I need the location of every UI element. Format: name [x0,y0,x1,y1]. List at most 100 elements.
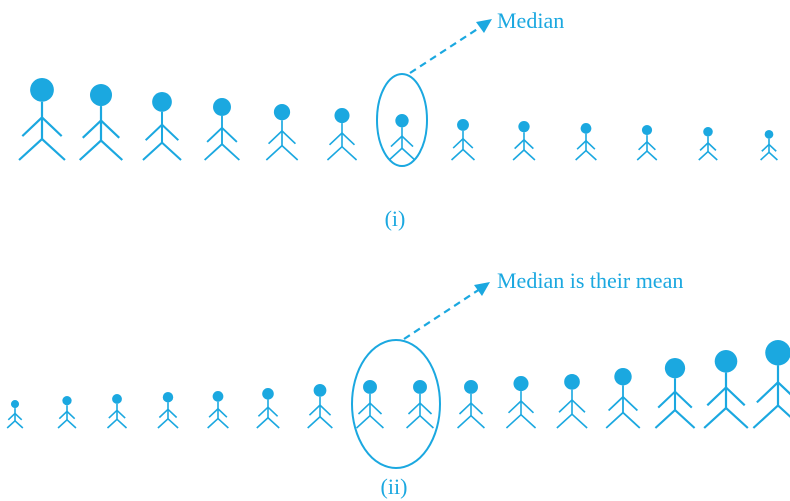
stick-figure [556,374,588,429]
figure-arms [458,401,484,415]
figure-arms [699,141,717,151]
figure-head [614,368,632,386]
median-highlight-ellipse [376,73,428,167]
figure-head [765,340,790,366]
figure-legs [388,147,416,161]
figure-head [30,78,54,102]
mean-arrowhead-icon [474,282,490,296]
figure-legs [18,137,66,161]
figure-head [513,376,529,392]
figure-head [212,391,224,402]
figure-arms [144,123,180,141]
figure-arms [756,380,790,404]
figure-legs [512,148,536,161]
figure-head [112,394,122,404]
figure-arms [390,135,414,148]
figure-legs [356,414,384,429]
figure-arms [21,115,63,137]
figure-legs [654,408,696,429]
figure-head [89,84,113,107]
figure-legs [157,417,179,429]
stick-figure [457,380,485,429]
figure-arms [507,399,535,414]
figure-head [313,384,327,397]
panel-i: Median (i) [18,8,778,231]
panel-i-caption: (i) [385,206,406,231]
figure-arms [58,410,76,420]
figure-legs [307,415,333,429]
figure-legs [142,141,182,161]
figure-arms [357,401,383,415]
figure-arms [108,409,126,419]
figure-head [580,123,592,134]
figure-legs [265,144,299,161]
figure-arms [407,401,433,415]
stick-figure [605,368,641,429]
figure-legs [78,139,124,161]
figure-arms [257,406,279,417]
stick-figure [698,127,718,161]
figure-head [457,119,469,131]
figure-legs [752,403,790,429]
figure-head [518,121,530,133]
figure-legs [326,145,358,161]
figure-arms [206,126,238,143]
figure-legs [505,413,537,429]
figure-arms [158,408,178,419]
stick-figure [18,78,66,161]
figure-head [703,127,713,137]
figure-legs [106,418,128,429]
stick-figure [307,384,333,429]
figure-head [152,92,172,112]
stick-figure [207,391,229,429]
figure-arms [558,398,586,413]
figure-legs [6,419,24,429]
figure-arms [638,140,656,151]
stick-figure [6,400,24,429]
figure-arms [267,129,297,145]
figure-head [363,380,377,394]
stick-figure [388,114,416,161]
mean-pointer-arrow [403,288,481,340]
figure-arms [452,137,474,149]
stick-figure [752,340,790,429]
figure-legs [605,411,641,429]
figures-row-descending [18,78,778,161]
stick-figure [760,130,778,161]
figure-legs [457,414,485,429]
figure-head [213,98,231,116]
stick-figure [106,394,128,429]
figure-head [262,388,274,400]
figure-arms [208,407,228,418]
figure-legs [703,406,749,429]
figure-head [10,400,20,409]
figure-arms [514,138,534,150]
stick-figure [204,98,240,161]
figure-legs [57,418,77,429]
stick-figure [57,396,77,429]
figure-head [62,396,72,406]
figure-head [273,104,291,121]
median-annotation: Median [497,8,564,33]
figure-legs [406,414,434,429]
stick-figure [505,376,537,429]
mean-annotation: Median is their mean [497,268,683,293]
stick-figure [512,121,536,161]
stick-figure [265,104,299,161]
figure-arms [706,385,746,407]
stick-figure [636,125,658,161]
figure-arms [761,143,777,152]
panel-ii: Median is their mean (ii) [6,268,790,499]
figure-legs [204,142,240,161]
figure-head [564,374,580,390]
median-arrowhead-icon [476,19,492,33]
figure-arms [308,404,332,416]
figure-arms [328,131,356,146]
stick-figure [157,392,179,429]
median-pair-highlight-ellipse [351,339,441,469]
stick-figure [142,92,182,161]
figure-head [395,114,409,128]
stick-figure [406,380,434,429]
panel-ii-caption: (ii) [381,474,408,499]
